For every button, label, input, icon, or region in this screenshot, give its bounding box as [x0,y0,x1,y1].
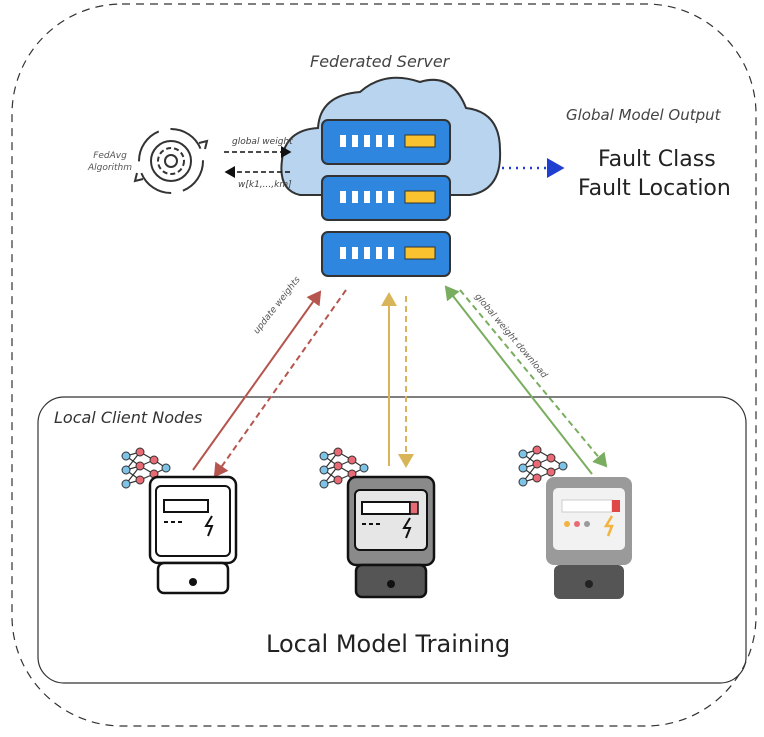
client-meter-3 [518,445,632,599]
client-meter-1 [121,447,238,595]
weights-notation-label: w[k1,...,km] [238,180,292,190]
client-region [37,396,747,684]
local-training-title: Local Model Training [266,630,511,658]
output-fault-class: Fault Class [598,147,716,172]
arrow-update-weights [192,290,322,471]
client-nodes-title: Local Client Nodes [54,408,203,427]
client-meter-2 [319,447,436,599]
server-icon [321,119,451,277]
fedavg-label: FedAvg Algorithm [87,151,133,173]
global-weight-label: global weight [232,137,293,147]
output-title: Global Model Output [566,106,721,124]
server-title: Federated Server [310,52,450,71]
arrow-global-weight-download [459,289,608,468]
arrow-green-upload [444,285,593,475]
arrow-red-download [213,289,347,478]
fedavg-gear-icon [133,128,209,194]
output-fault-location: Fault Location [578,176,731,201]
